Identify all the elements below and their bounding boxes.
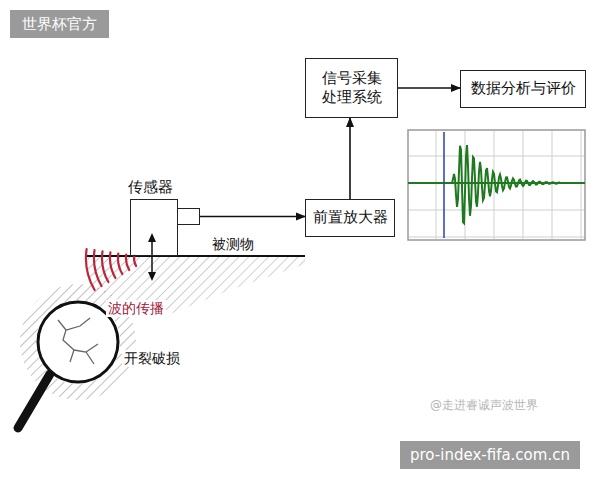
vibration-arrow [151, 236, 153, 278]
waveform-display [408, 130, 585, 240]
process-box: 数据分析与评价 [460, 70, 586, 108]
arrow-connector [200, 216, 305, 218]
sensor: 传感器 [128, 178, 208, 258]
sensor-body [130, 199, 178, 256]
watermark: @走进睿诚声波世界 [430, 398, 538, 412]
sensor-connector [178, 208, 200, 225]
wave-arcs [86, 249, 136, 290]
box-text: 前置放大器 [313, 208, 388, 228]
magnifier-handle [18, 374, 50, 428]
watermark: pro-index-fifa.com.cn [400, 441, 580, 469]
grid-line [436, 131, 437, 239]
box-text: 信号采集 处理系统 [312, 69, 391, 108]
grid-line [581, 131, 582, 239]
process-box: 前置放大器 [305, 199, 395, 237]
vibration-arrow-head [148, 233, 156, 281]
object-label: 被测物 [210, 236, 256, 253]
grid-line [552, 131, 553, 239]
watermark: 世界杯官方 [10, 10, 109, 38]
wave-arc [94, 250, 102, 286]
wave-arc [102, 251, 108, 282]
grid-line [409, 156, 584, 157]
wave-arc [118, 254, 122, 275]
wave-arc [86, 249, 95, 290]
wave-arc [134, 256, 136, 266]
wave-label: 波的传播 [106, 300, 166, 317]
damage-label: 开裂破损 [122, 350, 182, 367]
process-box: 信号采集 处理系统 [305, 58, 398, 118]
grid-line [409, 237, 584, 238]
arrow-connector [398, 87, 460, 89]
wave-arc [126, 255, 129, 270]
grid-line [409, 210, 584, 211]
box-text: 数据分析与评价 [471, 79, 576, 99]
arrow-connector [349, 118, 351, 199]
ground-hatching [88, 256, 305, 318]
sensor-label: 传感器 [128, 178, 173, 198]
crack [58, 318, 98, 364]
wave-arc [110, 252, 115, 278]
